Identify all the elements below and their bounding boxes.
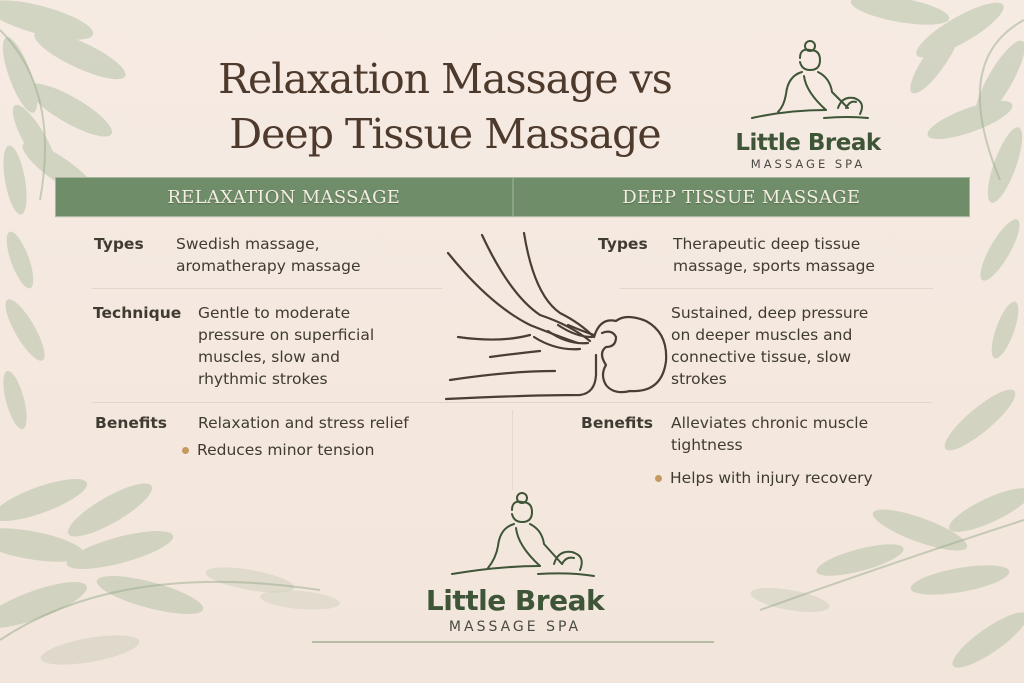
relaxation-technique-value: Gentle to moderate pressure on superfici… [198,304,375,388]
relaxation-benefits-label: Benefits [95,414,167,432]
relaxation-technique-label: Technique [93,304,182,322]
brand-name: Little Break [735,130,881,156]
therapist-logo-icon [751,40,869,119]
bullet-dot-icon [182,446,189,454]
deep-benefit-bullet: Helps with injury recovery [655,469,873,487]
brand-logo-bottom: Little Break MASSAGE SPA [410,488,620,635]
deep-types-label: Types [598,235,648,253]
deep-types-value: Therapeutic deep tissue massage, sports … [673,235,875,275]
row-divider [92,288,442,289]
row-divider [92,402,512,403]
deep-benefits-value: Alleviates chronic muscle tightness [671,414,869,454]
relaxation-types-label: Types [94,235,144,253]
relaxation-benefits-value: Relaxation and stress relief [198,414,409,432]
header-relaxation: RELAXATION MASSAGE [56,178,514,216]
comparison-table-header: RELAXATION MASSAGE DEEP TISSUE MASSAGE [55,177,970,217]
brand-logo-top: Little Break MASSAGE SPA [728,36,888,171]
title-line-2: Deep Tissue Massage [229,110,661,158]
footer-divider [312,641,714,643]
brand-subtitle: MASSAGE SPA [448,619,582,635]
massage-hands-icon [444,231,668,401]
header-deep-tissue: DEEP TISSUE MASSAGE [622,186,861,208]
deep-benefits-label: Benefits [581,414,653,432]
column-divider [512,410,513,490]
row-divider [620,288,933,289]
brand-subtitle: MASSAGE SPA [750,157,866,171]
bullet-dot-icon [655,474,662,482]
deep-technique-value: Sustained, deep pressure on deeper muscl… [671,304,869,388]
page-title: Relaxation Massage vs Deep Tissue Massag… [150,52,740,162]
row-divider [512,402,932,403]
brand-name: Little Break [425,584,605,617]
relaxation-types-value: Swedish massage, aromatherapy massage [176,235,361,275]
therapist-logo-icon [451,492,595,577]
title-line-1: Relaxation Massage vs [218,55,673,103]
relaxation-benefit-bullet: Reduces minor tension [182,441,374,459]
